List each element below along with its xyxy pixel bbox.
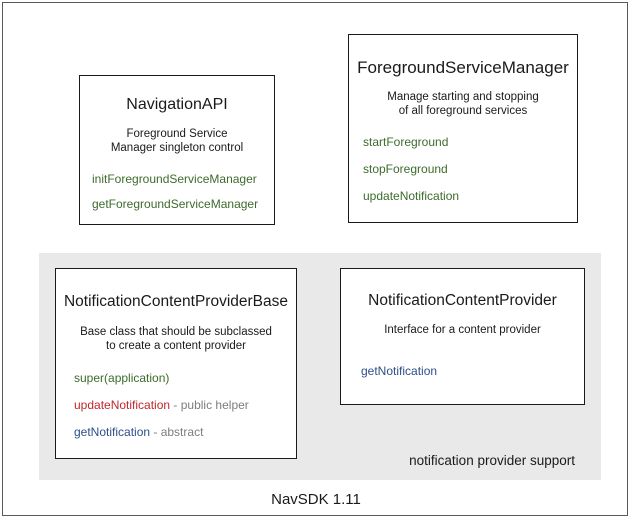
member-name: initForegroundServiceManager [92, 172, 257, 186]
class-title-notification-content-provider-base: NotificationContentProviderBase [63, 293, 288, 310]
class-description-line-1: Manage starting and stopping [387, 91, 539, 103]
member-name: getNotification [74, 425, 151, 439]
member-name: super(application) [74, 371, 170, 385]
class-box-navigation-api[interactable]: NavigationAPI Foreground Service Manager… [79, 75, 275, 225]
member-name: startForeground [363, 135, 449, 149]
class-title-notification-content-provider: NotificationContentProvider [368, 292, 557, 309]
class-description-foreground-service-manager: Manage starting and stopping of all fore… [349, 91, 577, 118]
class-description-line-1: Interface for a content provider [384, 324, 541, 336]
class-description-navigation-api: Foreground Service Manager singleton con… [80, 128, 274, 155]
group-label-notification-provider-support: notification provider support [409, 453, 575, 468]
member-item[interactable]: startForeground [363, 135, 577, 149]
member-list-foreground-service-manager: startForeground stopForeground updateNot… [349, 135, 577, 203]
member-item[interactable]: getNotification [361, 364, 584, 378]
diagram-frame: notification provider support Navigation… [2, 2, 628, 516]
class-description-notification-content-provider-base: Base class that should be subclassed to … [56, 326, 296, 353]
member-item[interactable]: initForegroundServiceManager [92, 172, 274, 186]
class-description-line-1: Foreground Service [126, 128, 228, 140]
member-list-notification-content-provider-base: super(application) updateNotification - … [56, 371, 296, 439]
member-name: updateNotification [74, 398, 171, 412]
class-title-foreground-service-manager: ForegroundServiceManager [357, 58, 569, 77]
class-description-line-1: Base class that should be subclassed [80, 326, 272, 338]
member-item[interactable]: getNotification - abstract [74, 425, 296, 439]
member-list-navigation-api: initForegroundServiceManager getForegrou… [80, 172, 274, 222]
member-item[interactable]: stopForeground [363, 162, 577, 176]
class-description-notification-content-provider: Interface for a content provider [341, 324, 584, 338]
diagram-footer-version-label: NavSDK 1.11 [271, 491, 361, 508]
member-name: stopForeground [363, 162, 448, 176]
member-item[interactable]: getForegroundServiceManager [92, 197, 274, 211]
member-name: getForegroundServiceManager [92, 197, 259, 211]
class-box-notification-content-provider-base[interactable]: NotificationContentProviderBase Base cla… [55, 268, 297, 459]
member-name: updateNotification [363, 189, 460, 203]
member-name: getNotification [361, 363, 438, 378]
member-note: - abstract [150, 425, 204, 439]
class-description-line-2: to create a content provider [106, 339, 246, 352]
member-item[interactable]: updateNotification - public helper [74, 398, 296, 412]
class-title-navigation-api: NavigationAPI [126, 96, 228, 113]
member-note: - public helper [170, 398, 249, 412]
class-description-line-2: of all foreground services [398, 104, 528, 117]
class-box-notification-content-provider[interactable]: NotificationContentProvider Interface fo… [340, 268, 585, 405]
member-item[interactable]: super(application) [74, 371, 296, 385]
class-description-line-2: Manager singleton control [110, 141, 244, 154]
member-list-notification-content-provider: getNotification [341, 364, 584, 378]
member-item[interactable]: updateNotification [363, 189, 577, 203]
class-box-foreground-service-manager[interactable]: ForegroundServiceManager Manage starting… [348, 34, 578, 223]
